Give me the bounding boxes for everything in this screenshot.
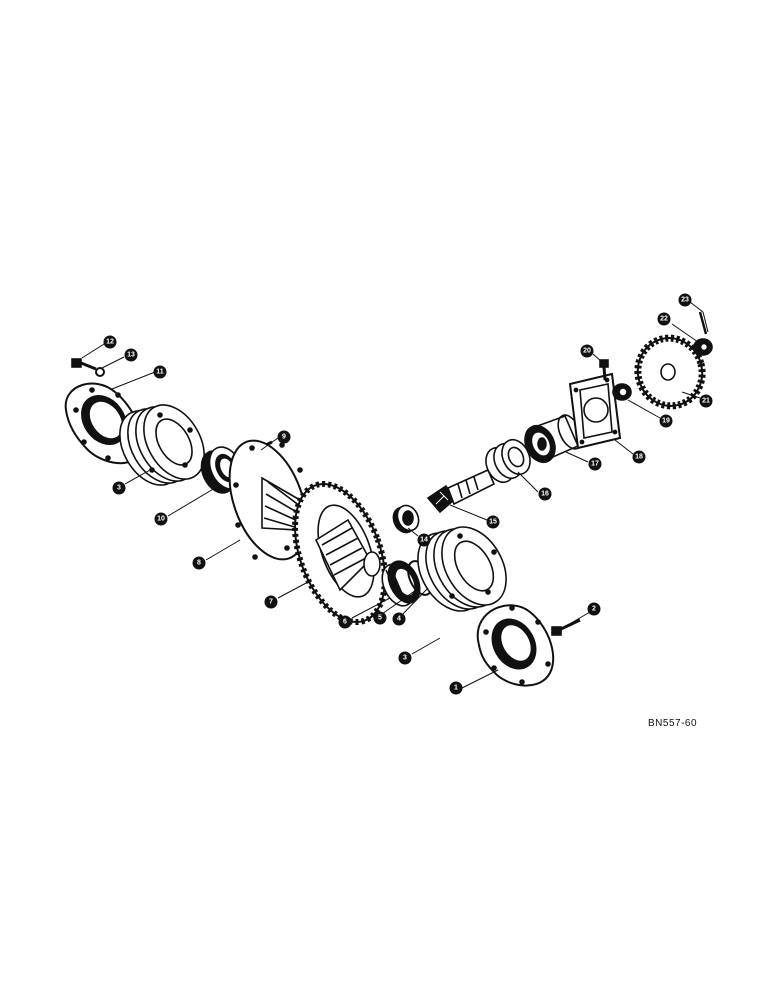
callout-21: 21 bbox=[699, 394, 713, 408]
figure-code: BN557-60 bbox=[648, 718, 698, 729]
callout-17: 17 bbox=[588, 457, 602, 471]
callout-14: 14 bbox=[417, 533, 431, 547]
svg-text:23: 23 bbox=[681, 297, 689, 304]
svg-text:16: 16 bbox=[541, 491, 549, 498]
callout-16: 16 bbox=[538, 487, 552, 501]
part-13-washer bbox=[95, 367, 105, 377]
svg-text:20: 20 bbox=[583, 348, 591, 355]
part-3-shims-upper bbox=[119, 404, 205, 486]
svg-text:7: 7 bbox=[269, 599, 273, 606]
callout-3-upper: 3 bbox=[112, 481, 126, 495]
callout-12: 12 bbox=[103, 335, 117, 349]
part-19-nut bbox=[612, 383, 632, 401]
part-23-cotter-pin bbox=[698, 311, 709, 335]
leader-lines bbox=[81, 301, 704, 689]
svg-text:19: 19 bbox=[662, 418, 670, 425]
part-7-ring-gear bbox=[292, 480, 388, 626]
svg-text:5: 5 bbox=[378, 615, 382, 622]
part-12-bolt bbox=[71, 358, 97, 371]
callout-6: 6 bbox=[338, 615, 352, 629]
part-22-nut bbox=[693, 338, 713, 356]
callout-13: 13 bbox=[124, 348, 138, 362]
svg-text:9: 9 bbox=[282, 434, 286, 441]
part-15-pinion-shaft bbox=[426, 468, 496, 514]
parts-drawing bbox=[64, 311, 713, 687]
callout-9: 9 bbox=[277, 430, 291, 444]
svg-text:10: 10 bbox=[157, 516, 165, 523]
part-3-shims-lower bbox=[417, 526, 507, 612]
part-16-bearing-cone bbox=[485, 438, 531, 484]
svg-text:12: 12 bbox=[106, 339, 114, 346]
svg-text:11: 11 bbox=[156, 369, 164, 376]
part-14-pinion-bearing bbox=[392, 504, 420, 534]
part-21-spur-gear bbox=[634, 334, 706, 410]
callout-1: 1 bbox=[449, 681, 463, 695]
svg-text:3: 3 bbox=[403, 655, 407, 662]
svg-text:15: 15 bbox=[489, 519, 497, 526]
callout-18: 18 bbox=[632, 450, 646, 464]
svg-text:17: 17 bbox=[591, 461, 599, 468]
svg-text:18: 18 bbox=[635, 454, 643, 461]
callouts: 1 2 3 3 4 5 6 7 8 9 10 11 12 13 14 15 16… bbox=[103, 293, 713, 695]
callout-3-lower: 3 bbox=[398, 651, 412, 665]
part-18-gasket bbox=[568, 372, 622, 450]
callout-11: 11 bbox=[153, 365, 167, 379]
callout-19: 19 bbox=[659, 414, 673, 428]
callout-10: 10 bbox=[154, 512, 168, 526]
svg-text:2: 2 bbox=[592, 606, 596, 613]
svg-text:14: 14 bbox=[420, 537, 428, 544]
svg-text:6: 6 bbox=[343, 619, 347, 626]
callout-2: 2 bbox=[587, 602, 601, 616]
svg-text:4: 4 bbox=[397, 616, 401, 623]
svg-text:3: 3 bbox=[117, 485, 121, 492]
svg-text:22: 22 bbox=[660, 316, 668, 323]
part-20-bolt bbox=[599, 359, 609, 381]
callout-8: 8 bbox=[192, 556, 206, 570]
callout-20: 20 bbox=[580, 344, 594, 358]
part-1-retainer-plate bbox=[476, 604, 555, 687]
callout-23: 23 bbox=[678, 293, 692, 307]
svg-text:8: 8 bbox=[197, 560, 201, 567]
part-2-bolt bbox=[551, 618, 581, 636]
part-17-bearing bbox=[524, 414, 583, 464]
callout-7: 7 bbox=[264, 595, 278, 609]
svg-text:21: 21 bbox=[702, 398, 710, 405]
callout-4: 4 bbox=[392, 612, 406, 626]
svg-text:13: 13 bbox=[127, 352, 135, 359]
callout-22: 22 bbox=[657, 312, 671, 326]
callout-5: 5 bbox=[373, 611, 387, 625]
callout-15: 15 bbox=[486, 515, 500, 529]
svg-text:1: 1 bbox=[454, 685, 458, 692]
